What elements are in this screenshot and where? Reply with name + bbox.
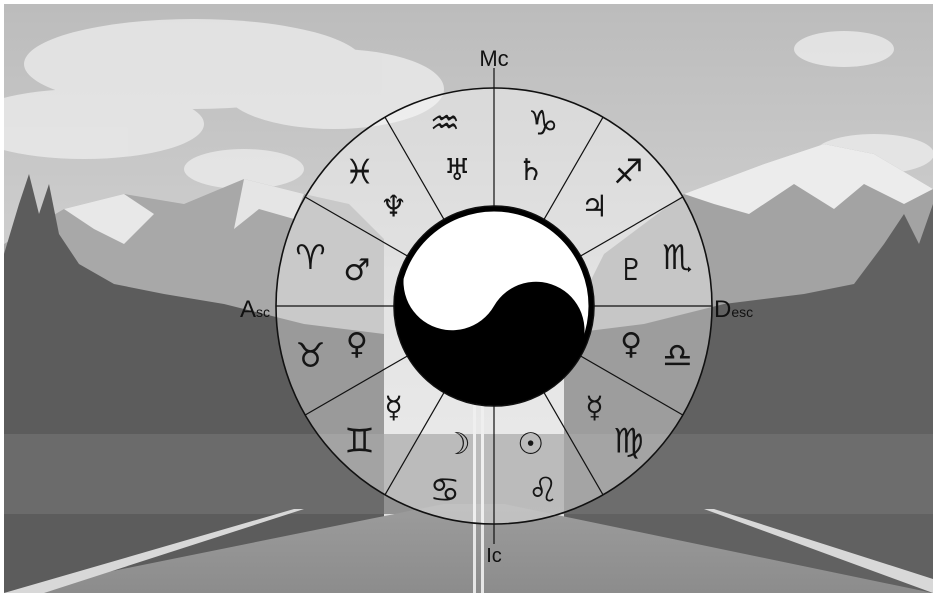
planet-saturn: ♄ — [517, 153, 544, 188]
yin-dot — [433, 295, 455, 317]
zodiac-sign-cancer: ♋ — [430, 471, 460, 511]
zodiac-sign-aquarius: ♒ — [430, 103, 460, 143]
planet-uranus: ♅ — [444, 153, 471, 188]
planet-mercury: ☿ — [585, 390, 603, 425]
planet-sun: ☉ — [517, 427, 544, 462]
yang-dot — [533, 295, 555, 317]
image-frame: Mc Ic Asc Desc ♑♐♏♎♍♌♋♊♉♈♓♒ ♄♃♇♀☿☉☽☿♀♂♆♅ — [4, 4, 933, 593]
zodiac-sign-pisces: ♓ — [344, 153, 374, 193]
planet-venus: ♀ — [346, 327, 368, 362]
planet-mercury: ☿ — [384, 390, 402, 425]
zodiac-sign-leo: ♌ — [528, 471, 558, 511]
planet-mars: ♂ — [343, 253, 370, 288]
zodiac-sign-taurus: ♉ — [295, 336, 325, 376]
planet-jupiter: ♃ — [581, 190, 608, 225]
zodiac-sign-sagittarius: ♐ — [613, 153, 643, 193]
zodiac-sign-gemini: ♊ — [344, 421, 374, 461]
planet-pluto: ♇ — [618, 253, 645, 288]
zodiac-sign-scorpio: ♏ — [662, 238, 692, 278]
planet-venus: ♀ — [620, 327, 642, 362]
planet-moon: ☽ — [444, 427, 471, 462]
planet-neptune: ♆ — [380, 190, 407, 225]
mc-label: Mc — [479, 46, 508, 71]
zodiac-sign-libra: ♎ — [662, 336, 692, 376]
ic-label: Ic — [486, 545, 502, 567]
zodiac-sign-capricorn: ♑ — [528, 103, 558, 143]
zodiac-sign-aries: ♈ — [295, 238, 325, 278]
astrology-scene: Mc Ic Asc Desc ♑♐♏♎♍♌♋♊♉♈♓♒ ♄♃♇♀☿☉☽☿♀♂♆♅ — [4, 4, 933, 593]
zodiac-sign-virgo: ♍ — [613, 421, 643, 461]
